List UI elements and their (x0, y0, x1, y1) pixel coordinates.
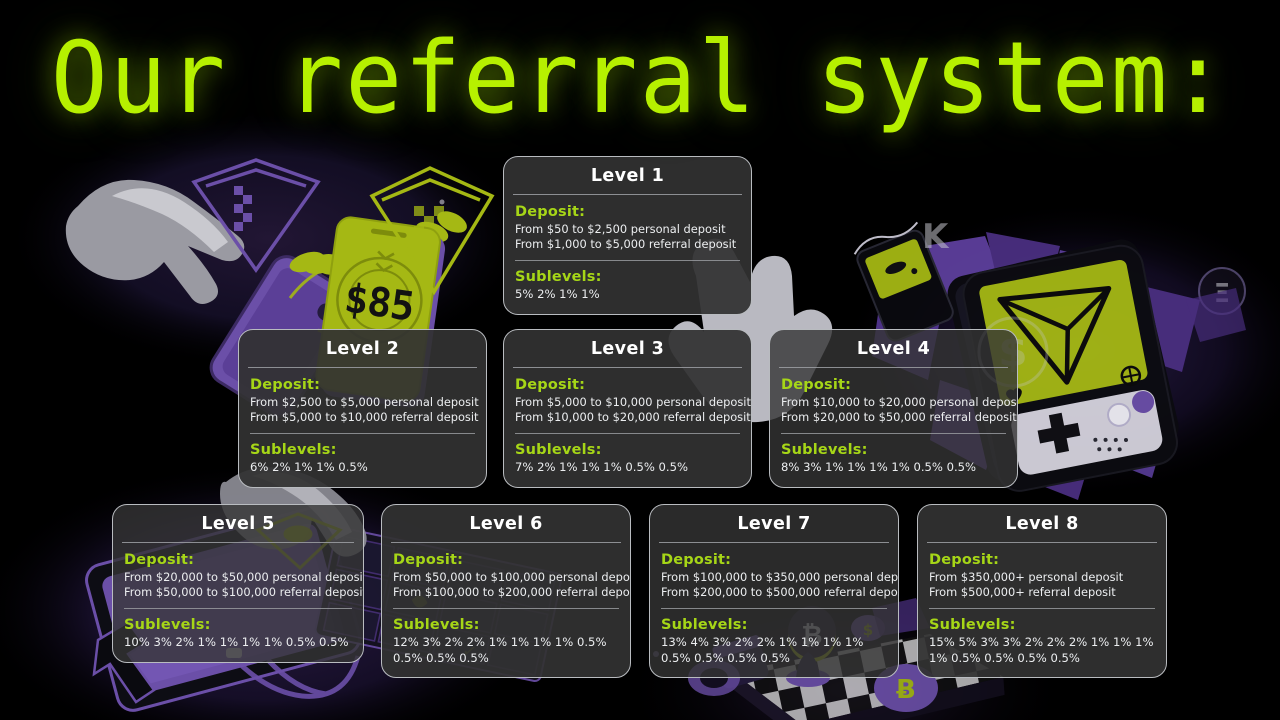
sublevels-values: 10% 3% 2% 1% 1% 1% 1% 0.5% 0.5% (124, 635, 349, 650)
card-divider (513, 194, 742, 195)
card-divider-2 (929, 608, 1155, 610)
sublevels-values: 5% 2% 1% 1% (515, 287, 600, 302)
svg-text:K: K (922, 217, 950, 257)
card-level-4[interactable]: Level 4 Deposit: From $10,000 to $20,000… (769, 329, 1018, 488)
card-divider-2 (515, 260, 740, 262)
sublevels-heading: Sublevels: (781, 442, 868, 459)
sublevels-values: 6% 2% 1% 1% 0.5% (250, 460, 368, 475)
card-divider-2 (124, 608, 352, 610)
sublevels-heading: Sublevels: (393, 617, 480, 634)
deposit-personal: From $50 to $2,500 personal deposit (515, 222, 726, 236)
deposit-personal: From $350,000+ personal deposit (929, 570, 1124, 584)
deposit-personal: From $2,500 to $5,000 personal deposit (250, 395, 479, 409)
deposit-referral: From $50,000 to $100,000 referral deposi… (124, 585, 364, 600)
card-divider (659, 542, 889, 543)
card-title: Level 2 (325, 339, 400, 359)
deposit-referral: From $10,000 to $20,000 referral deposit (515, 410, 751, 425)
card-level-5[interactable]: Level 5 Deposit: From $20,000 to $50,000… (112, 504, 364, 663)
sublevels-heading: Sublevels: (124, 617, 211, 634)
sublevels-values: 8% 3% 1% 1% 1% 1% 0.5% 0.5% (781, 460, 977, 475)
card-divider-2 (515, 433, 740, 435)
card-divider (122, 542, 354, 543)
svg-text:Ƀ: Ƀ (896, 675, 916, 705)
card-divider (391, 542, 621, 543)
card-level-1[interactable]: Level 1 Deposit: From $50 to $2,500 pers… (503, 156, 752, 315)
deposit-referral: From $500,000+ referral deposit (929, 585, 1116, 600)
page-title: Our referral system: (51, 19, 1229, 136)
card-divider-2 (661, 608, 887, 610)
card-level-2[interactable]: Level 2 Deposit: From $2,500 to $5,000 p… (238, 329, 487, 488)
deposit-heading: Deposit: (250, 377, 321, 393)
pixel-gem-purple (191, 158, 321, 274)
card-divider-2 (781, 433, 1006, 435)
deposit-heading: Deposit: (661, 552, 732, 568)
sublevels-values: 13% 4% 3% 2% 2% 1% 1% 1% 1% 0.5% 0.5% 0.… (661, 635, 864, 665)
deposit-referral: From $100,000 to $200,000 referral depos… (393, 585, 631, 600)
card-title: Level 5 (201, 514, 275, 534)
deposit-heading: Deposit: (515, 204, 586, 220)
deposit-heading: Deposit: (124, 552, 195, 568)
sublevels-heading: Sublevels: (515, 269, 602, 286)
sublevels-heading: Sublevels: (515, 442, 602, 459)
card-divider-2 (393, 608, 619, 610)
deposit-referral: From $20,000 to $50,000 referral deposit (781, 410, 1017, 425)
card-title: Level 7 (737, 514, 811, 534)
card-title: Level 8 (1005, 514, 1079, 534)
deposit-personal: From $10,000 to $20,000 personal deposit (781, 395, 1018, 409)
deposit-heading: Deposit: (929, 552, 1000, 568)
card-level-6[interactable]: Level 6 Deposit: From $50,000 to $100,00… (381, 504, 631, 679)
sublevels-values: 7% 2% 1% 1% 1% 0.5% 0.5% (515, 460, 688, 475)
deposit-referral: From $1,000 to $5,000 referral deposit (515, 237, 737, 252)
card-divider (927, 542, 1157, 543)
card-title: Level 1 (590, 166, 665, 186)
handheld-console-illustration: K $ Ξ (853, 217, 1246, 500)
card-divider (248, 367, 477, 368)
sublevels-values: 12% 3% 2% 2% 1% 1% 1% 1% 0.5% 0.5% 0.5% … (393, 635, 607, 665)
deposit-heading: Deposit: (781, 377, 852, 393)
deposit-personal: From $100,000 to $350,000 personal depos… (661, 570, 899, 584)
deposit-referral: From $200,000 to $500,000 referral depos… (661, 585, 899, 600)
sublevels-heading: Sublevels: (250, 442, 337, 459)
card-level-7[interactable]: Level 7 Deposit: From $100,000 to $350,0… (649, 504, 899, 679)
deposit-personal: From $50,000 to $100,000 personal deposi… (393, 570, 631, 584)
svg-text:$85: $85 (341, 275, 416, 330)
deposit-referral: From $5,000 to $10,000 referral deposit (250, 410, 479, 425)
pixel-gem-olive (369, 166, 495, 296)
card-title: Level 6 (469, 514, 543, 534)
deposit-heading: Deposit: (515, 377, 586, 393)
card-title: Level 4 (856, 339, 931, 359)
deposit-personal: From $20,000 to $50,000 personal deposit (124, 570, 364, 584)
page-title-wrap: Our referral system: (0, 28, 1280, 127)
card-level-8[interactable]: Level 8 Deposit: From $350,000+ personal… (917, 504, 1167, 679)
sublevels-heading: Sublevels: (661, 617, 748, 634)
card-title: Level 3 (590, 339, 665, 359)
card-divider-2 (250, 433, 475, 435)
sublevels-heading: Sublevels: (929, 617, 1016, 634)
card-divider (779, 367, 1008, 368)
card-level-3[interactable]: Level 3 Deposit: From $5,000 to $10,000 … (503, 329, 752, 488)
deposit-personal: From $5,000 to $10,000 personal deposit (515, 395, 751, 409)
card-divider (513, 367, 742, 368)
sublevels-values: 15% 5% 3% 3% 2% 2% 2% 1% 1% 1% 1% 0.5% 0… (929, 635, 1154, 665)
deposit-heading: Deposit: (393, 552, 464, 568)
